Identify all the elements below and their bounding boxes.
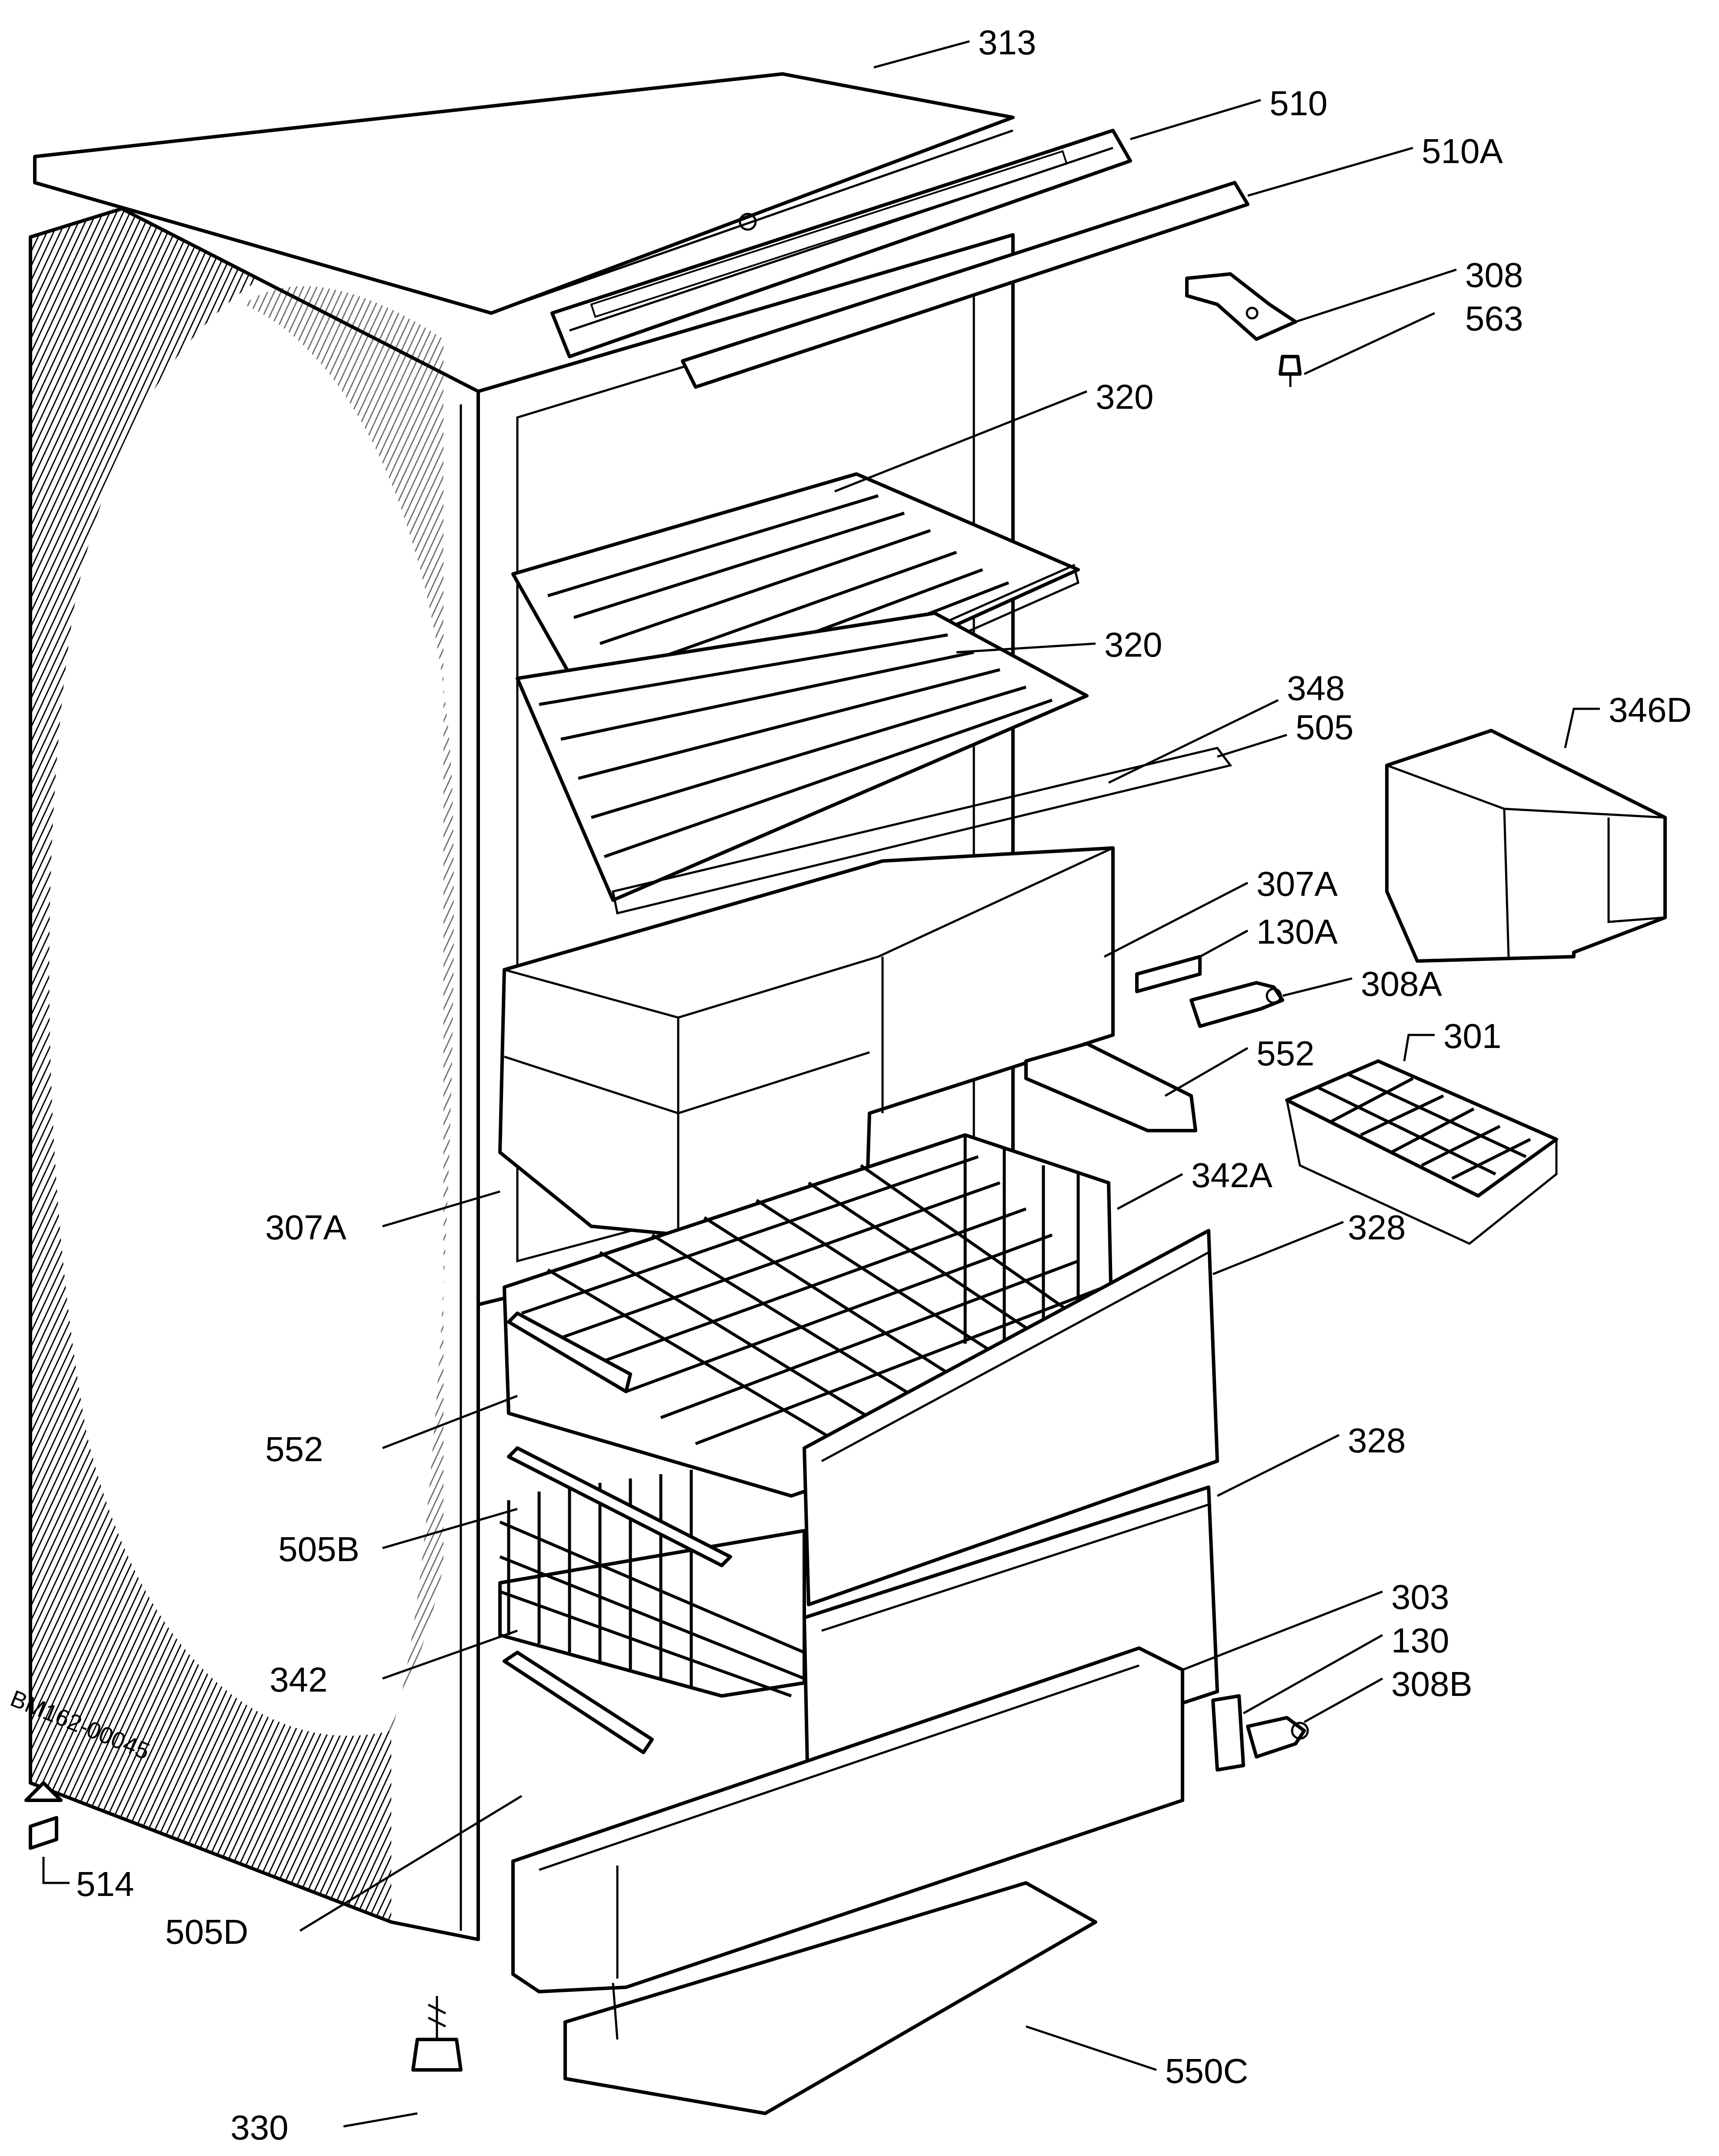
hinge-308b (1291, 1722, 1309, 1740)
label-505: 505 (1296, 708, 1353, 747)
label-307a-left: 307A (265, 1208, 346, 1247)
label-320-lower: 320 (1104, 625, 1162, 664)
label-313: 313 (978, 23, 1036, 62)
label-330: 330 (230, 2108, 288, 2147)
label-514: 514 (76, 1865, 134, 1903)
foot-514 (24, 1781, 63, 1850)
shelf-320-lower (516, 611, 1233, 915)
label-307a-right: 307A (1256, 864, 1338, 903)
top-cover-313 (33, 72, 1015, 315)
label-563: 563 (1465, 299, 1523, 338)
label-552-right: 552 (1256, 1034, 1314, 1073)
label-308b: 308B (1391, 1665, 1472, 1703)
label-303: 303 (1391, 1578, 1449, 1616)
ice-tray-301 (1285, 1059, 1558, 1245)
kick-plate-550c (511, 1646, 1184, 2115)
label-320-upper: 320 (1096, 377, 1153, 416)
rail-510a (681, 181, 1249, 389)
guide-552-left (507, 1312, 632, 1393)
label-328-upper: 328 (1348, 1208, 1406, 1247)
label-552-left: 552 (265, 1430, 323, 1468)
label-308: 308 (1465, 256, 1523, 294)
plate-303 (1211, 1694, 1245, 1772)
label-346d: 346D (1609, 691, 1692, 729)
label-130: 130 (1391, 1621, 1449, 1660)
hinge-308a (1189, 981, 1284, 1028)
foot-screw-330 (411, 1996, 463, 2072)
screw-563 (1279, 355, 1302, 387)
bracket-130 (1246, 1716, 1306, 1759)
label-505b: 505B (278, 1530, 360, 1569)
label-510a: 510A (1422, 132, 1503, 170)
label-550c: 550C (1165, 2052, 1248, 2090)
part-labels: 313 510 510A 308 563 320 320 348 505 346… (7, 23, 1692, 2147)
label-130a: 130A (1256, 912, 1338, 951)
label-348: 348 (1287, 669, 1345, 708)
bin-346d (1385, 729, 1667, 963)
bracket-552-right (1024, 1042, 1197, 1132)
leader-lines (42, 40, 1600, 2128)
drawer-front-328-upper (803, 1229, 1219, 1606)
wire-basket-342 (498, 1470, 806, 1698)
front-trim-510 (550, 129, 1132, 358)
label-342a: 342A (1191, 1156, 1273, 1195)
plate-130a (1135, 955, 1202, 993)
label-328-lower: 328 (1348, 1421, 1406, 1460)
label-308a: 308A (1361, 965, 1442, 1003)
label-510: 510 (1269, 84, 1327, 123)
hinge-308 (1185, 272, 1297, 341)
label-505d: 505D (165, 1912, 248, 1951)
guide-505d (503, 1651, 654, 1754)
label-301: 301 (1443, 1017, 1501, 1055)
label-342: 342 (270, 1660, 327, 1699)
guide-505b (507, 1446, 732, 1567)
crisper-drawers-307a (498, 846, 1115, 1254)
